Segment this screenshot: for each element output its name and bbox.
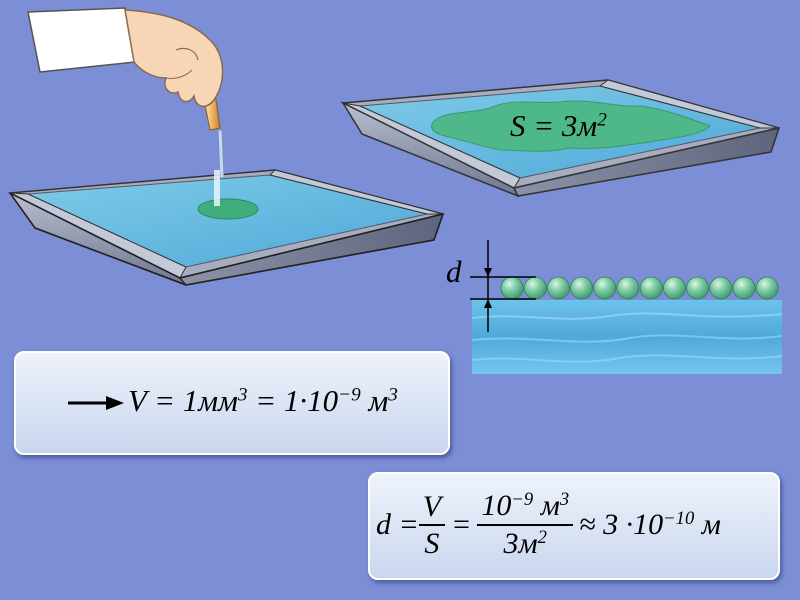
molecule-sphere: [570, 276, 593, 300]
molecule-row: [500, 276, 779, 300]
area-label: S = 3м2: [510, 108, 607, 143]
molecule-sphere: [616, 276, 640, 300]
molecule-sphere: [686, 276, 709, 300]
molecule-sphere: [639, 276, 663, 300]
molecule-sphere: [663, 276, 686, 300]
fraction-volume-over-area: 10−9 м3 3м2: [477, 490, 574, 559]
hand-illustration: [27, 7, 224, 108]
molecule-sphere: [732, 276, 756, 300]
oil-film-large: [431, 100, 711, 152]
arrow-right-icon: [68, 396, 124, 410]
thickness-label: d: [446, 254, 462, 289]
thickness-formula: d = V S = 10−9 м3 3м2 ≈ 3 ·10−10 м: [376, 489, 721, 561]
thickness-formula-box: [368, 472, 780, 580]
monolayer-diagram: [470, 240, 783, 374]
molecule-sphere: [709, 276, 733, 300]
fraction-v-over-s: V S: [418, 490, 446, 560]
right-tray: [340, 79, 781, 198]
left-tray: [7, 169, 445, 286]
molecule-sphere: [547, 276, 570, 300]
molecule-sphere: [523, 276, 547, 300]
volume-formula: V = 1мм3 = 1·10−9 м3: [128, 383, 398, 418]
molecule-sphere: [500, 276, 524, 300]
molecule-sphere: [755, 276, 779, 300]
molecule-sphere: [593, 276, 617, 300]
oil-spot-small: [197, 198, 259, 220]
